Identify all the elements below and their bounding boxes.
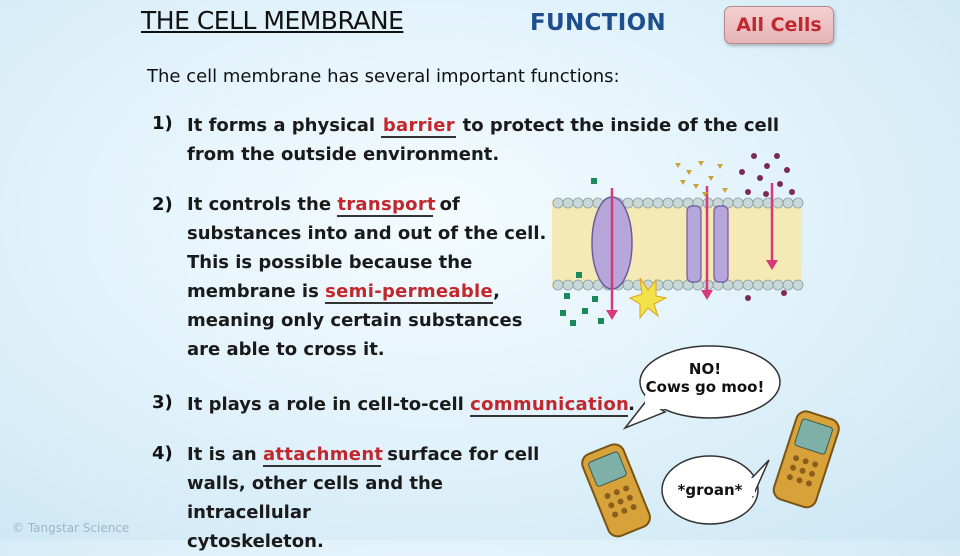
diffusion-arrow-head [766, 260, 778, 270]
left-phone-icon [581, 443, 651, 538]
point-4-text: It is an [187, 444, 257, 465]
point-2-number: 2) [152, 194, 173, 215]
phospholipid-heads-top [552, 197, 804, 209]
speech-top-line2: Cows go moo! [645, 378, 765, 396]
point-2-answer: transport [337, 194, 436, 217]
channel-protein-left [686, 205, 702, 283]
point-2: It controls the transport of substances … [187, 190, 552, 364]
point-2-answer2: semi-permeable [325, 281, 494, 304]
green-squares [560, 178, 604, 326]
point-2-text: It controls the [187, 194, 332, 215]
point-2-line4-after: , [493, 281, 500, 302]
point-1: It forms a physical barrier to protect t… [187, 111, 797, 169]
point-4: It is an attachment surface for cell wal… [187, 440, 572, 556]
point-3-text: It plays a role in cell-to-cell [187, 394, 464, 415]
point-2-line2: substances into and out of the cell. [187, 223, 547, 244]
point-1-text: It forms a physical [187, 115, 376, 136]
right-phone-icon [772, 410, 840, 509]
purple-dots [739, 153, 795, 301]
point-4-line3: cytoskeleton. [187, 531, 324, 552]
all-cells-badge: All Cells [724, 6, 834, 44]
slide-title: THE CELL MEMBRANE [141, 6, 404, 35]
channel-protein-right [713, 205, 729, 283]
point-1-text-after: to protect the inside of the cell [462, 115, 780, 136]
point-2-line3: This is possible because the [187, 252, 473, 273]
speech-top-text: NO! Cows go moo! [640, 360, 770, 396]
energy-burst-icon [628, 277, 668, 320]
point-4-answer: attachment [262, 444, 384, 467]
protein-arrow-head [606, 310, 618, 320]
section-heading: FUNCTION [530, 10, 666, 36]
channel-arrow-head [701, 290, 713, 300]
point-3: It plays a role in cell-to-cell communic… [187, 390, 647, 419]
copyright-text: © Tangstar Science [12, 521, 130, 535]
point-4-line2: walls, other cells and the intracellular [187, 473, 444, 523]
point-3-answer: communication [470, 394, 630, 417]
point-1-line2: from the outside environment. [187, 144, 500, 165]
point-4-number: 4) [152, 443, 173, 464]
point-1-answer: barrier [381, 115, 457, 138]
intro-text: The cell membrane has several important … [147, 66, 620, 87]
phospholipid-heads-bottom [552, 279, 804, 291]
speech-top-line1: NO! [688, 360, 722, 378]
point-3-text-after: . [628, 394, 635, 415]
speech-bubble-bottom [661, 455, 770, 525]
bilayer-core [552, 200, 802, 288]
speech-bubble-top [622, 345, 781, 430]
point-2-line6: are able to cross it. [187, 339, 385, 360]
point-2-line5: meaning only certain substances [187, 310, 523, 331]
membrane-diagram [552, 153, 804, 326]
point-4-text-after: surface for cell [387, 444, 540, 465]
point-3-number: 3) [152, 392, 173, 413]
point-1-number: 1) [152, 113, 173, 134]
speech-bottom-text: *groan* [677, 481, 743, 499]
point-2-text-after: of [439, 194, 460, 215]
point-2-line4: membrane is [187, 281, 319, 302]
yellow-triangles [675, 161, 728, 197]
